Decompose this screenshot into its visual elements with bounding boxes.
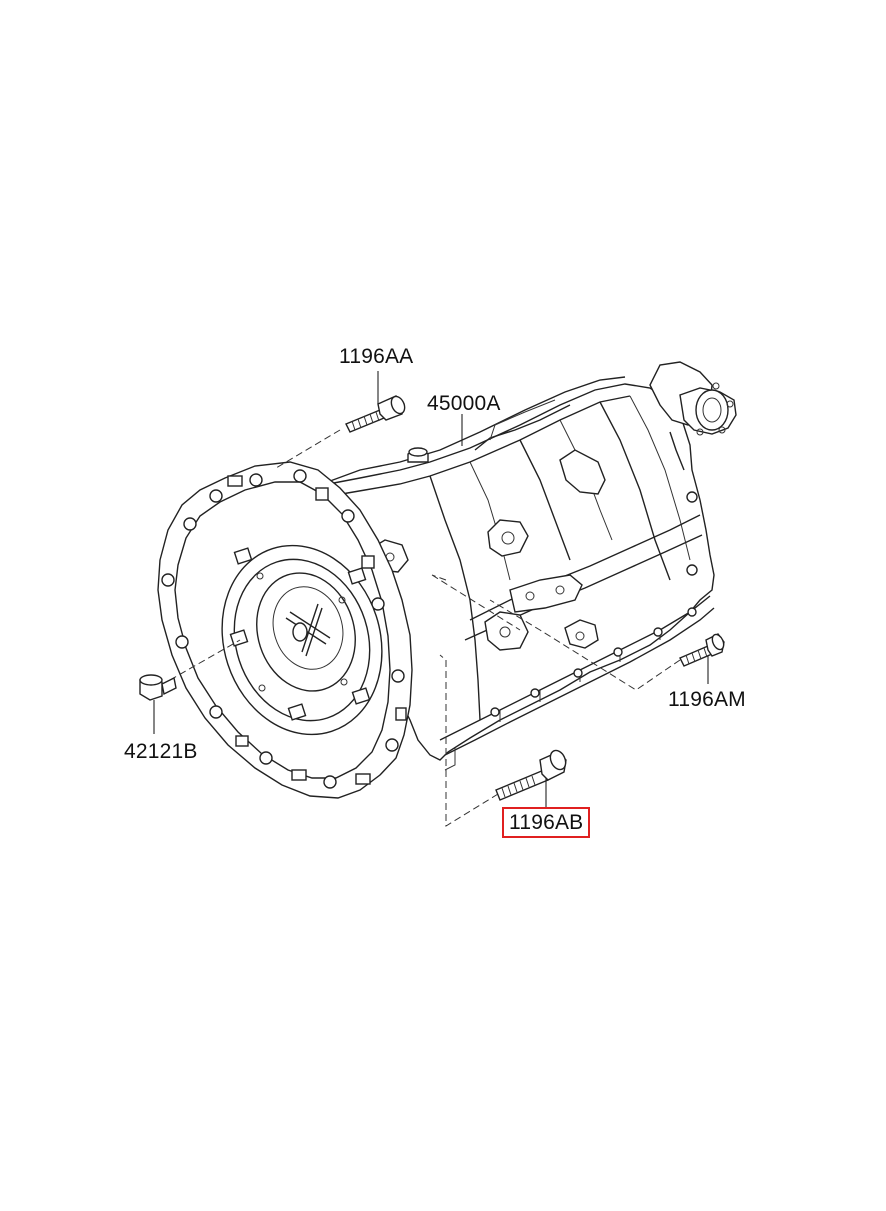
- assembly-lines: [169, 429, 681, 827]
- bolt-1196ab[interactable]: [495, 748, 569, 801]
- label-45000a[interactable]: 45000A: [427, 392, 501, 415]
- label-42121b[interactable]: 42121B: [124, 740, 198, 763]
- plug-42121b[interactable]: [139, 674, 177, 701]
- transmission-assembly[interactable]: [157, 361, 737, 799]
- label-1196aa[interactable]: 1196AA: [339, 345, 414, 368]
- bolt-1196aa[interactable]: [345, 394, 407, 433]
- label-1196am[interactable]: 1196AM: [668, 688, 746, 711]
- bolt-1196am[interactable]: [679, 633, 726, 667]
- label-1196ab-highlighted[interactable]: 1196AB: [502, 807, 591, 838]
